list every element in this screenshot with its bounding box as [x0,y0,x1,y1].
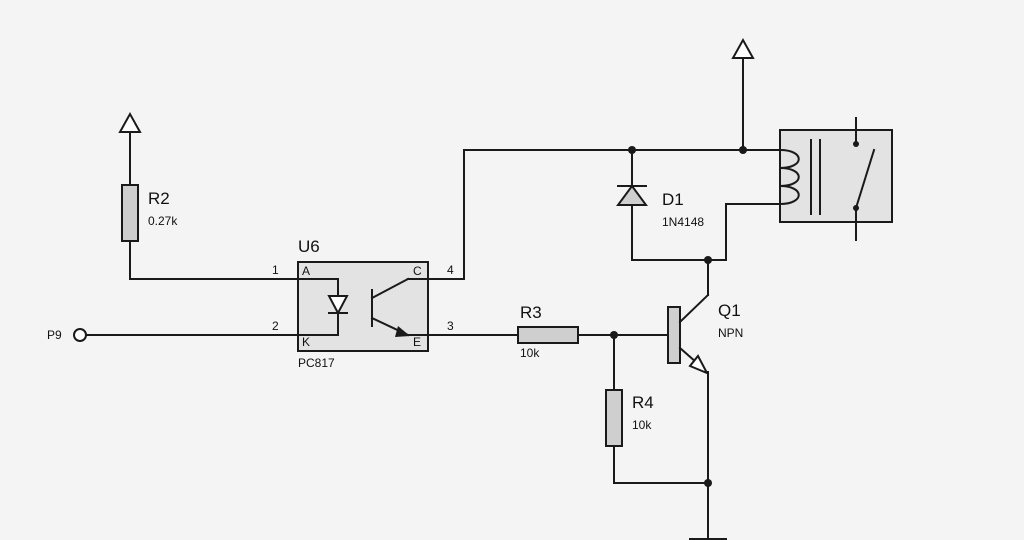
relay-icon [778,117,893,241]
q1-ref: Q1 [718,301,741,320]
input-terminal [73,328,87,342]
d1-ref: D1 [662,190,684,209]
transistor-q1: Q1 NPN [667,259,743,540]
u6-pin-e: E [413,335,421,349]
junction-dot [739,146,747,154]
wire-relay-coil-return [707,203,781,261]
u6-ref: U6 [298,237,320,256]
r2-ref: R2 [148,189,170,208]
u6-pin-k: K [302,335,310,349]
u6-pin4: 4 [447,263,454,277]
u6-pin3: 3 [447,319,454,333]
r4-ref: R4 [632,393,654,412]
u6-pin-c: C [413,264,422,278]
d1-value: 1N4148 [662,215,704,229]
resistor-r4: R4 10k [605,334,709,484]
r2-value: 0.27k [148,214,178,228]
junction-dot [610,331,618,339]
net-p9: P9 [47,328,299,342]
r4-value: 10k [632,418,652,432]
vcc-symbol-r2 [118,111,142,186]
u6-pin1: 1 [272,263,279,277]
u6-value: PC817 [298,356,335,370]
resistor-r3: R3 10k [517,303,669,360]
vcc-symbol-relay [731,37,755,151]
net-label-p9: P9 [47,328,62,342]
junction-dot [704,256,712,264]
q1-value: NPN [718,326,743,340]
led-icon [297,278,349,336]
u6-pin2: 2 [272,319,279,333]
junction-dot [628,146,636,154]
r3-value: 10k [520,346,540,360]
r3-ref: R3 [520,303,542,322]
phototransistor-icon [370,277,429,337]
u6-pin-a: A [302,264,310,278]
optocoupler-u6: U6 PC817 A K C E 1 2 3 4 [272,237,454,370]
diode-d1: D1 1N4148 [616,149,709,261]
resistor-r2: R2 0.27k [121,184,299,280]
wire-collector [427,149,781,280]
junction-dot [704,479,712,487]
